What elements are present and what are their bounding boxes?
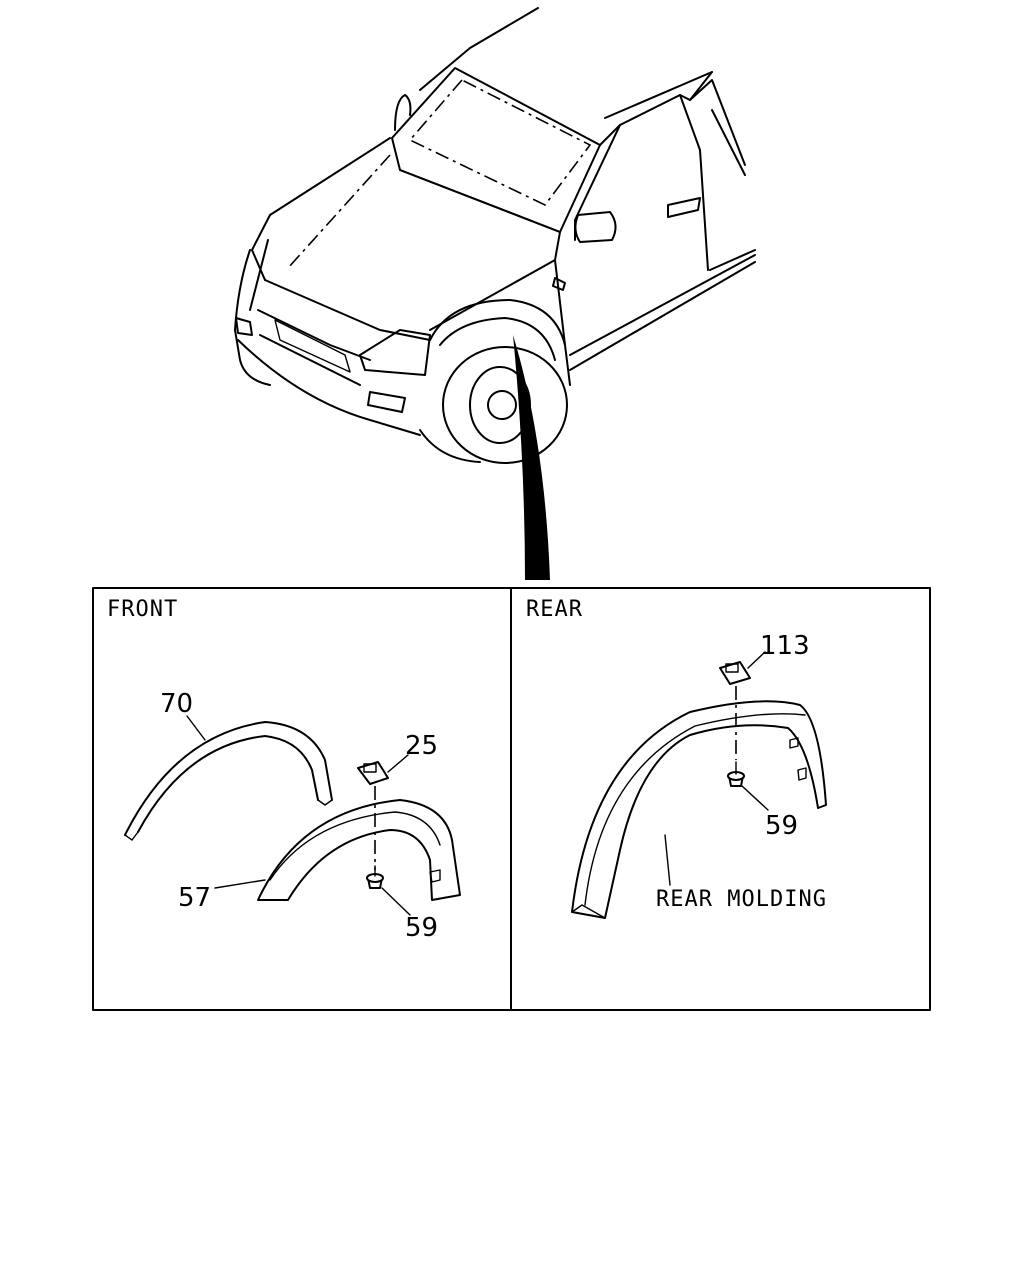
- callout-113: 113: [760, 631, 810, 661]
- callout-70: 70: [160, 689, 193, 719]
- rear-molding: [571, 700, 827, 919]
- rear-molding-label: REAR MOLDING: [656, 887, 827, 912]
- front-molding-70: [124, 721, 333, 841]
- front-panel-title: FRONT: [107, 597, 178, 622]
- callout-59-front: 59: [405, 913, 438, 943]
- callout-59-rear: 59: [765, 811, 798, 841]
- callout-25: 25: [405, 731, 438, 761]
- callout-57: 57: [178, 883, 211, 913]
- front-screw-59: [366, 865, 384, 889]
- vehicle-illustration: [234, 7, 756, 580]
- front-clip-25: [357, 761, 389, 785]
- rear-screw-59: [727, 761, 745, 787]
- rear-panel-title: REAR: [526, 597, 583, 622]
- rear-clip-113: [719, 661, 751, 685]
- front-flare-57: [257, 799, 461, 901]
